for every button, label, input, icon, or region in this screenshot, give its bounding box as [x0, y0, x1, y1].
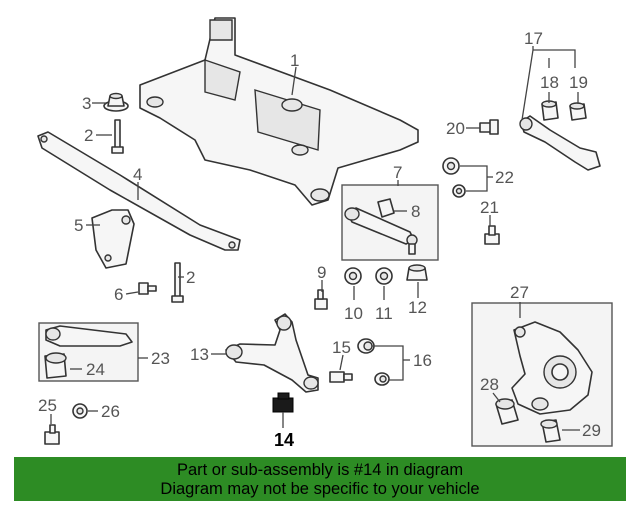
callout-9: 9 [317, 263, 326, 282]
callout-26: 26 [101, 402, 120, 421]
callout-17: 17 [524, 29, 543, 48]
callout-8: 8 [411, 202, 420, 221]
washer-10 [344, 267, 362, 285]
nut-22a [442, 157, 460, 175]
bolt-9 [314, 289, 328, 310]
callout-1: 1 [290, 51, 299, 70]
bushing-24 [44, 352, 67, 379]
bolt-6 [138, 282, 157, 295]
lateral-link [344, 198, 418, 255]
callout-12: 12 [408, 298, 427, 317]
callout-20: 20 [446, 119, 465, 138]
callout-25: 25 [38, 396, 57, 415]
bolt-25 [44, 424, 60, 445]
banner-line-1: Part or sub-assembly is #14 in diagram [176, 461, 464, 479]
rear-arm-17 [519, 115, 601, 171]
bracket [91, 209, 135, 269]
bushing-29 [540, 419, 561, 443]
long-bolt-lower [171, 262, 184, 303]
support-bar [37, 131, 241, 251]
callout-29: 29 [582, 421, 601, 440]
upper-control-arm [225, 313, 319, 393]
callout-4: 4 [133, 165, 142, 184]
callout-27: 27 [510, 283, 529, 302]
callout-10: 10 [344, 304, 363, 323]
bushing-16a [357, 338, 375, 354]
callout-2-upper: 2 [84, 126, 93, 145]
nut-22b [452, 184, 466, 198]
nut-26 [72, 403, 88, 419]
callout-6: 6 [114, 285, 123, 304]
callout-24: 24 [86, 360, 105, 379]
bolt-15 [329, 371, 353, 383]
callout-22: 22 [495, 168, 514, 187]
bushing-16b [374, 372, 390, 386]
callout-3: 3 [82, 94, 91, 113]
trailing-arm [45, 325, 133, 347]
washer-11 [375, 267, 393, 285]
highlighted-bolt-14 [272, 392, 294, 413]
bolt-21 [484, 225, 500, 245]
callout-13: 13 [190, 345, 209, 364]
mount-washer [103, 92, 129, 112]
callout-16: 16 [413, 351, 432, 370]
knuckle [511, 321, 593, 415]
callout-5: 5 [74, 216, 83, 235]
bushing-18 [541, 100, 559, 121]
bushing-19 [569, 102, 587, 121]
info-banner: Part or sub-assembly is #14 in diagram D… [14, 457, 626, 501]
leader-lines [50, 46, 580, 431]
callout-18: 18 [540, 73, 559, 92]
callout-28: 28 [480, 375, 499, 394]
callout-2-lower: 2 [186, 268, 195, 287]
callout-14: 14 [274, 430, 294, 450]
banner-line-2: Diagram may not be specific to your vehi… [160, 480, 480, 498]
bolt-20 [479, 119, 499, 135]
long-bolt-upper [111, 119, 124, 154]
crossmember-subframe [139, 17, 419, 206]
callout-19: 19 [569, 73, 588, 92]
callout-23: 23 [151, 349, 170, 368]
callout-21: 21 [480, 198, 499, 217]
callout-15: 15 [332, 338, 351, 357]
callout-7: 7 [393, 163, 402, 182]
callout-11: 11 [375, 304, 393, 323]
bushing-28 [495, 398, 519, 425]
cap-12 [406, 264, 428, 281]
